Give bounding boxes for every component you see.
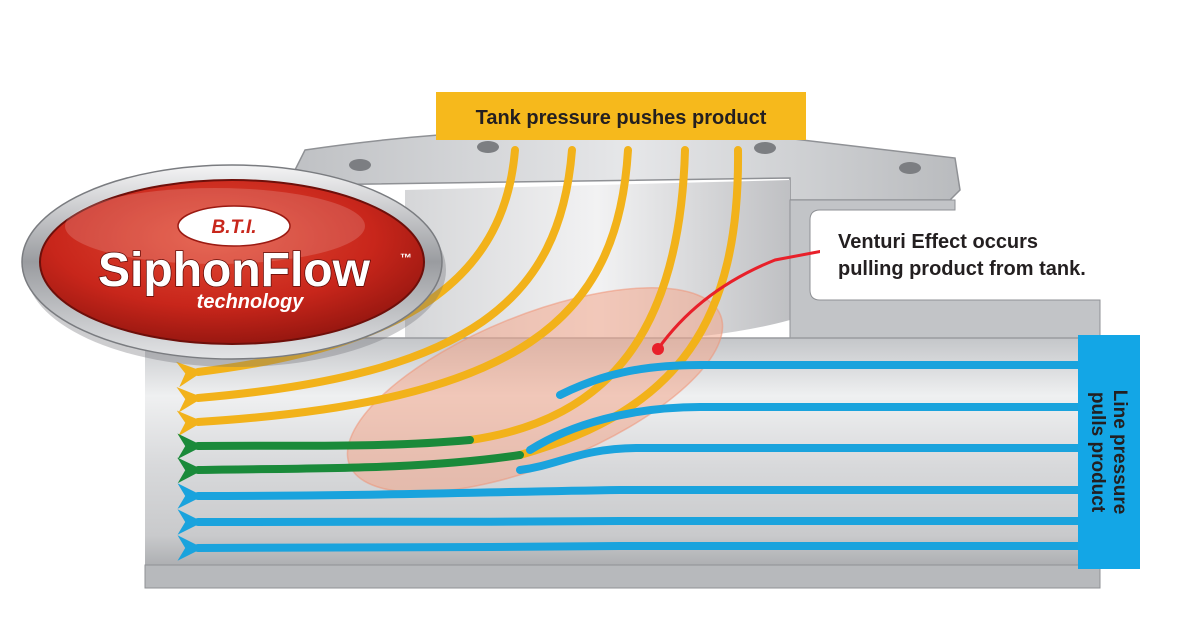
tank-flow-lines xyxy=(176,146,743,459)
line-flow-line xyxy=(177,509,1086,535)
line-flow-line xyxy=(177,535,1086,561)
venturi-label-bg xyxy=(820,222,1090,288)
line-pressure-label-line2: pulls product xyxy=(1087,392,1108,513)
logo-trademark: ™ xyxy=(400,251,412,265)
tank-pressure-label: Tank pressure pushes product xyxy=(476,107,767,129)
line-pressure-label-bg xyxy=(1078,335,1140,569)
tank-flow-line xyxy=(176,146,632,437)
body-shoulder xyxy=(789,199,1101,341)
tank-flow-line xyxy=(466,146,689,444)
base-plate xyxy=(144,564,1101,589)
tank-flow-line xyxy=(516,146,743,459)
flange-bolt-hole xyxy=(477,141,499,153)
logo-brand-sub: technology xyxy=(197,291,305,313)
mixed-flow-line xyxy=(177,433,474,459)
venturi-label-line2: pulling product from tank. xyxy=(838,258,1086,280)
tank-flow-line xyxy=(176,146,576,413)
tank-pressure-label-bg xyxy=(436,92,806,140)
mixed-flow-line xyxy=(177,451,524,484)
flange-bolt-hole xyxy=(349,159,371,171)
venturi-label-line1: Venturi Effect occurs xyxy=(838,231,1038,253)
line-flow-line xyxy=(556,361,1086,399)
mixed-flow-lines xyxy=(177,433,524,484)
line-flow-line xyxy=(526,403,1086,454)
tank-flow-line xyxy=(176,146,519,388)
line-pressure-label-line1: Line pressure xyxy=(1109,390,1130,515)
logo-brand-main: SiphonFlow xyxy=(98,244,371,297)
logo-brand-top: B.T.I. xyxy=(211,217,256,238)
line-flow-line xyxy=(177,483,1086,509)
red-dot-pointer-icon xyxy=(652,343,664,355)
flange-bolt-hole xyxy=(899,162,921,174)
flange-bolt-hole xyxy=(754,142,776,154)
venturi-pointer-line xyxy=(656,248,829,350)
line-flow-line xyxy=(516,444,1086,474)
line-flow-lines xyxy=(177,361,1086,561)
siphonflow-logo: B.T.I. SiphonFlow ™ technology xyxy=(21,164,446,367)
